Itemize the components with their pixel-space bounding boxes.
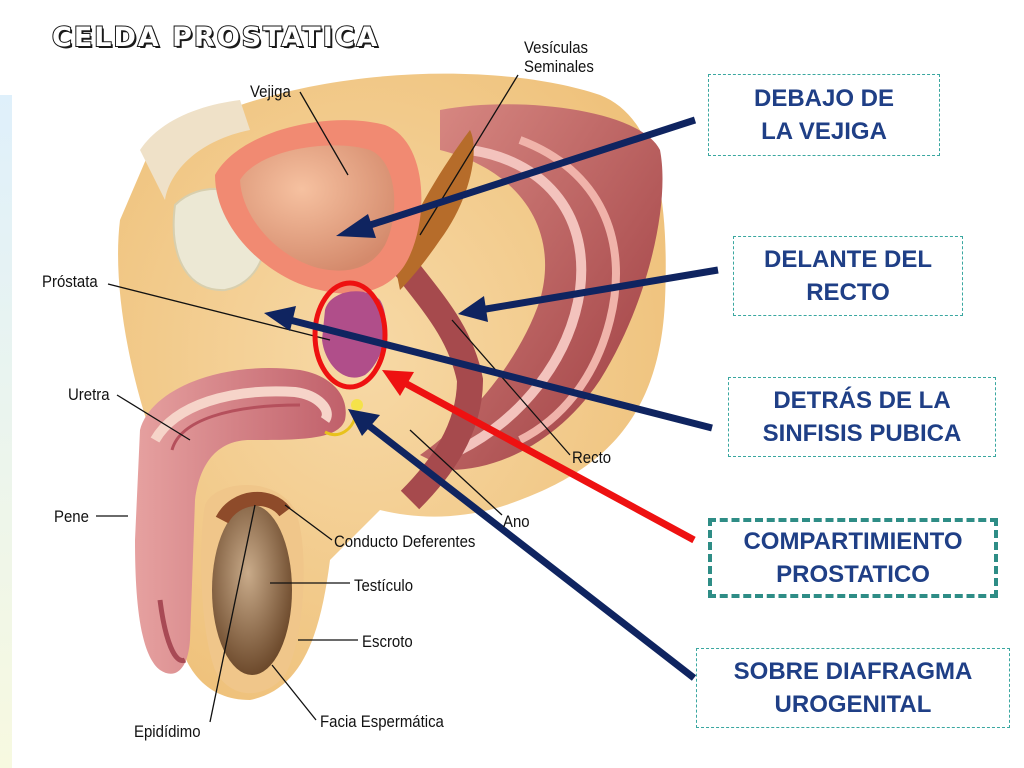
pointer-arrows [264,116,719,681]
callout-diafragma: SOBRE DIAFRAGMA UROGENITAL [696,648,1010,728]
arrow-recto-head [458,296,488,322]
label-vesiculas-line1: Vesículas [524,38,589,57]
callout-sinfisis-line2: SINFISIS PUBICA [762,420,962,447]
slide-edge-strip [0,95,12,768]
arrow-vejiga-head [336,214,376,238]
slide-title: CELDA PROSTATICA [51,21,380,54]
callout-recto-line2: RECTO [806,279,890,306]
callout-vejiga-line2: LA VEJIGA [761,118,887,145]
label-vesiculas: Vesículas Seminales [524,38,594,76]
bladder [215,120,422,294]
callout-compartimiento-line2: PROSTATICO [776,561,930,588]
label-vesiculas-line2: Seminales [524,57,594,76]
arrow-compartimiento [401,378,696,544]
callout-sinfisis: DETRÁS DE LA SINFISIS PUBICA [728,377,996,457]
callout-diafragma-line1: SOBRE DIAFRAGMA [733,658,973,685]
label-pene: Pene [54,507,89,526]
arrow-compartimiento-head [382,370,414,396]
label-uretra: Uretra [68,385,110,404]
callout-diafragma-line2: UROGENITAL [774,691,932,718]
arrow-sinfisis-head [264,306,296,331]
label-facia: Facia Espermática [320,712,444,731]
penis [135,368,346,674]
callout-recto: DELANTE DEL RECTO [733,236,963,316]
callout-compartimiento-line1: COMPARTIMIENTO [743,528,963,555]
label-ano: Ano [503,512,530,531]
label-conducto: Conducto Deferentes [334,532,476,551]
label-escroto: Escroto [362,632,413,651]
bulbourethral-gland [351,399,363,411]
callout-vejiga: DEBAJO DE LA VEJIGA [708,74,940,156]
label-vejiga: Vejiga [250,82,291,101]
callout-compartimiento: COMPARTIMIENTO PROSTATICO [708,518,998,598]
label-leader-lines [96,74,571,723]
label-testiculo: Testículo [354,576,414,595]
arrow-diafragma [365,422,697,681]
callout-recto-line1: DELANTE DEL [764,246,932,273]
label-recto: Recto [572,448,612,467]
arrow-vejiga [356,116,697,233]
arrow-diafragma-head [348,409,380,436]
arrow-sinfisis [289,316,713,432]
label-epididimo: Epidídimo [134,722,201,741]
label-prostata: Próstata [42,272,98,291]
callout-sinfisis-line1: DETRÁS DE LA [773,387,951,414]
callout-vejiga-line1: DEBAJO DE [753,85,895,112]
seminal-vesicle [395,130,474,290]
prostate-highlight-ring [312,280,388,390]
arrow-recto [479,266,719,314]
